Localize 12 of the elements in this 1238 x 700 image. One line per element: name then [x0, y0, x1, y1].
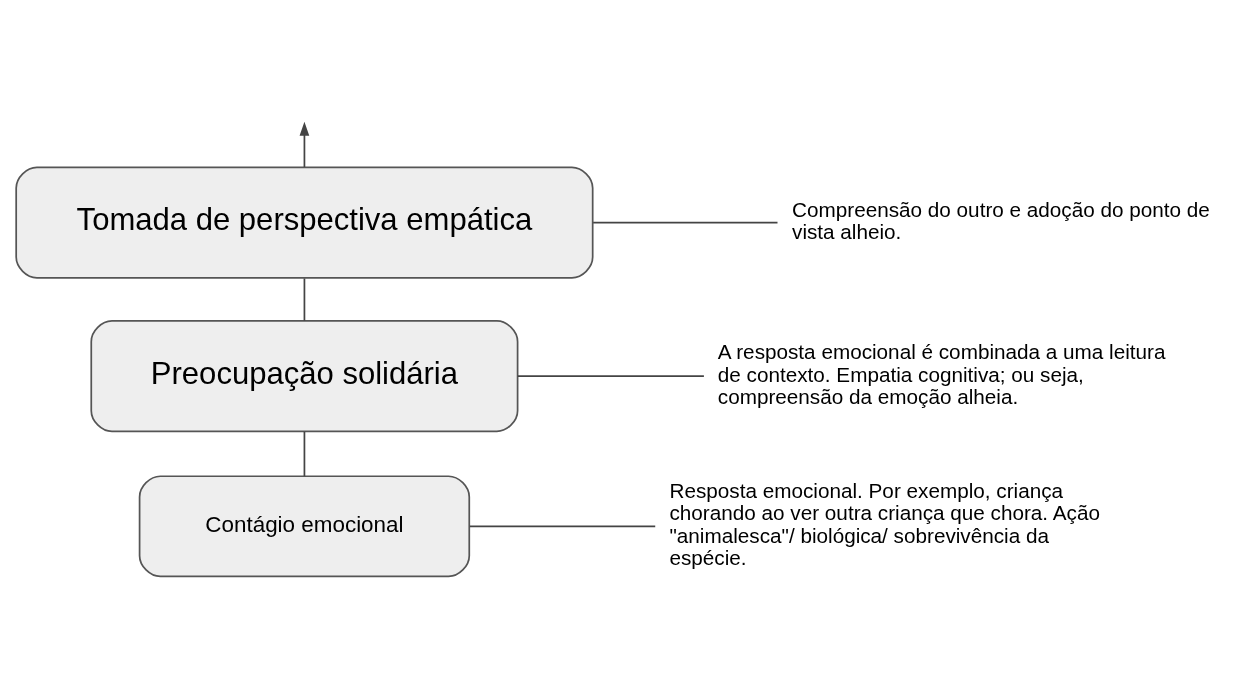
- connector: [303, 277, 306, 322]
- node-text: Resposta emocional. Por exemplo, criança chorando ao ver outra criança que chora. Ação "animalesca"/ biológica/ sobrevivência da espécie.: [669, 478, 1100, 569]
- connector: [592, 221, 779, 223]
- arrow: [299, 121, 310, 168]
- connector: [303, 430, 306, 477]
- connector: [516, 374, 705, 377]
- connector: [468, 524, 657, 527]
- node-text: A resposta emocional é combinada a uma leitura de contexto. Empatia cognitiva; ou seja, compreensão da emoção alheia.: [717, 339, 1166, 408]
- node-box: Preocupação solidária: [90, 319, 519, 432]
- node-text: Compreensão do outro e adoção do ponto de vista alheio.: [792, 197, 1210, 243]
- node-box: Contágio emocional: [138, 474, 471, 577]
- node-box: Tomada de perspectiva empática: [15, 165, 594, 279]
